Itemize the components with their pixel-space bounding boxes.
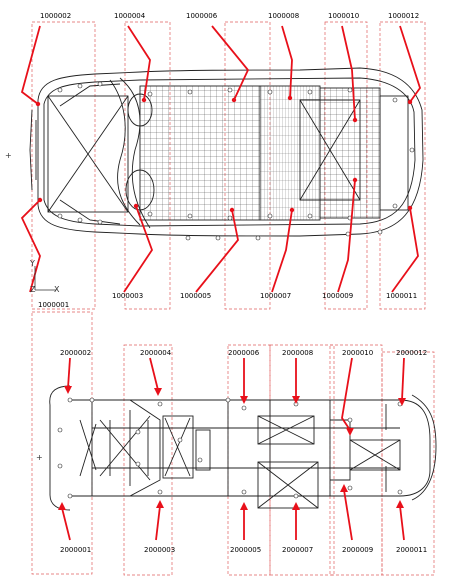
label-1000005: 1000005: [180, 292, 211, 300]
label-2000006: 2000006: [228, 349, 260, 357]
center-marker-bottom: +: [36, 453, 43, 462]
label-2000004: 2000004: [140, 349, 172, 357]
label-2000002: 2000002: [60, 349, 91, 357]
label-2000005: 2000005: [230, 546, 261, 554]
label-1000001: 1000001: [38, 301, 69, 309]
top-body-outline: [29, 67, 424, 237]
top-arrow-tips: [35, 95, 413, 213]
label-1000010: 1000010: [328, 12, 359, 20]
bottom-arrows: [61, 357, 405, 541]
axis-z-label: Z: [30, 285, 36, 294]
top-view: 1000002 1000004 1000006 1000008 1000010 …: [5, 12, 426, 310]
label-2000003: 2000003: [144, 546, 175, 554]
label-2000007: 2000007: [282, 546, 313, 554]
label-1000007: 1000007: [260, 292, 291, 300]
top-nodes: [57, 81, 415, 241]
bottom-nodes: [57, 397, 403, 499]
label-1000009: 1000009: [322, 292, 353, 300]
label-2000001: 2000001: [60, 546, 91, 554]
label-1000012: 1000012: [388, 12, 419, 20]
label-2000008: 2000008: [282, 349, 313, 357]
label-2000012: 2000012: [396, 349, 427, 357]
axis-x-label: X: [54, 285, 60, 294]
label-2000010: 2000010: [342, 349, 373, 357]
label-2000009: 2000009: [342, 546, 373, 554]
label-1000006: 1000006: [186, 12, 218, 20]
label-1000011: 1000011: [386, 292, 417, 300]
center-marker: +: [5, 151, 12, 160]
label-1000008: 1000008: [268, 12, 299, 20]
axis-y-label: Y: [29, 259, 35, 268]
bottom-view: 2000002 2000004 2000006 2000008 2000010 …: [31, 311, 437, 576]
bottom-chassis: [49, 385, 437, 511]
top-arrows: [20, 25, 421, 293]
label-1000002: 1000002: [40, 12, 71, 20]
axis-triad: [34, 266, 56, 291]
bottom-arrow-tips: [58, 386, 406, 510]
label-1000004: 1000004: [114, 12, 146, 20]
label-2000011: 2000011: [396, 546, 427, 554]
label-1000003: 1000003: [112, 292, 143, 300]
